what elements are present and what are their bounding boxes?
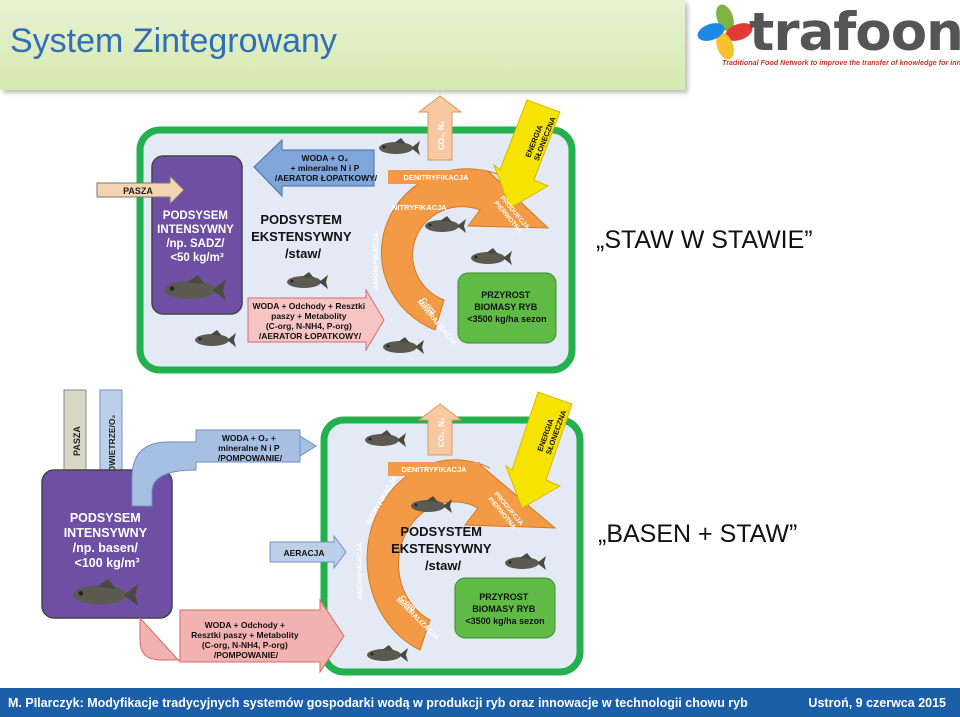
svg-text:PODSYSTEM EKSTENSYWNY: PODSYSTEM EKSTENSYWNY /staw/ xyxy=(251,212,355,261)
growth-2-line1: PRZYROST xyxy=(479,592,529,602)
amon-2: AMONIFIKACJA xyxy=(355,542,364,600)
growth-1-line3: <3500 kg/ha sezon xyxy=(467,314,546,324)
water-in-arrow-1 xyxy=(253,138,375,198)
page-title: System Zintegrowany xyxy=(10,22,337,60)
intensive-1-line3: /np. SADZ/ xyxy=(166,238,225,250)
feed-arrow-1 xyxy=(96,174,185,206)
aeration-arrow xyxy=(269,534,347,570)
denitr-2: DENITRYFIKACJA xyxy=(401,465,467,474)
title-banner: System Zintegrowany xyxy=(0,0,685,90)
solar-arrow-1 xyxy=(492,99,561,209)
feed-label-2: PASZA xyxy=(72,426,82,456)
logo-tagline: Traditional Food Network to improve the … xyxy=(722,58,960,67)
extensive-1-line3: /staw/ xyxy=(285,246,322,261)
svg-text:PODSYSEM INTENSYWNY: PODSYSEM INTENSYWNY /np. basen/ <100 kg/… xyxy=(64,511,151,570)
denitr-1: DENITRYFIKACJA xyxy=(403,173,469,182)
water-out-2-line1: WODA + Odchody + xyxy=(205,620,285,630)
co2-arrow-2 xyxy=(417,403,463,456)
intensive-subsystem-2 xyxy=(41,469,173,619)
water-in-arrow-2 xyxy=(131,429,301,507)
footer-bar: M. PIlarczyk: Modyfikacje tradycyjnych s… xyxy=(0,688,960,717)
intensive-2-line2: INTENSYWNY xyxy=(64,526,148,540)
solar-arrow-2 xyxy=(504,391,573,509)
svg-text:WODA + Odchody + Resztki: WODA + Odchody + Resztki paszy + Metabol… xyxy=(253,301,368,341)
water-out-2-line2: Resztki paszy + Metabolity xyxy=(191,630,299,640)
water-out-arrow-1 xyxy=(247,288,385,352)
svg-text:PODSYSTEM EKSTENSYWNY: PODSYSTEM EKSTENSYWNY /staw/ xyxy=(391,524,495,573)
growth-1-line1: PRZYROST xyxy=(481,290,531,300)
svg-text:WODA + O₂ + mineralne N: WODA + O₂ + mineralne N i P /POMPOWANIE/ xyxy=(218,433,283,463)
water-out-1-line3: (C-org, N-NH4, P-org) xyxy=(266,321,352,331)
water-in-1-line1: WODA + O₂ xyxy=(301,153,348,163)
intensive-2-line4: <100 kg/m³ xyxy=(75,556,140,570)
growth-1-line2: BIOMASY RYB xyxy=(474,302,538,312)
intensive-2-line1: PODSYSEM xyxy=(70,511,141,525)
svg-text:PRZYROST BIOMASY RYB: PRZYROST BIOMASY RYB <3500 kg/ha sezon xyxy=(467,290,546,324)
intensive-1-line2: INTENSYWNY xyxy=(157,224,234,236)
intensive-2-line3: /np. basen/ xyxy=(73,541,139,555)
trafoon-logo: trafoon Traditional Food Network to impr… xyxy=(695,0,960,75)
co2-2: CO₂, N₂ xyxy=(437,417,446,447)
water-out-1-line2: paszy + Metabolity xyxy=(271,311,347,321)
diagram-basen-staw: PASZA POWIETRZE/O₂ PODSYSEM INTENSYWNY /… xyxy=(41,389,584,676)
water-out-1-line1: WODA + Odchody + Resztki xyxy=(253,301,366,311)
logo-wordmark: trafoon xyxy=(749,2,960,63)
co2-arrow-1 xyxy=(417,95,463,161)
aeration-label: AERACJA xyxy=(283,548,324,558)
feed-label-1: PASZA xyxy=(123,186,153,196)
diagram-staw-w-stawie: PODSYSEM INTENSYWNY /np. SADZ/ <50 kg/m³… xyxy=(96,95,576,374)
svg-text:WODA + Odchody + Resztki: WODA + Odchody + Resztki paszy + Metabol… xyxy=(191,620,301,660)
water-out-1-line4: /AERATOR ŁOPATKOWY/ xyxy=(259,331,362,341)
co2-1: CO₂, N₂ xyxy=(437,120,446,150)
intensive-1-line4: <50 kg/m³ xyxy=(170,252,224,264)
nutrient-cycle-arrow-1 xyxy=(380,168,550,331)
extensive-2-line1: PODSYSTEM xyxy=(400,524,482,539)
svg-text:PODSYSEM INTENSYWNY: PODSYSEM INTENSYWNY /np. SADZ/ <50 kg/m³ xyxy=(157,210,237,264)
growth-2-line3: <3500 kg/ha sezon xyxy=(465,616,544,626)
extensive-1-line2: EKSTENSYWNY xyxy=(251,229,352,244)
water-in-2-line1: WODA + O₂ + xyxy=(222,433,276,443)
label-staw-w-stawie: „STAW W STAWIE” xyxy=(596,226,813,254)
water-in-arrow-2-head xyxy=(299,435,317,457)
water-out-arrow-2 xyxy=(139,598,345,674)
water-in-2-line2: mineralne N i P xyxy=(218,443,280,453)
svg-text:PRZYROST BIOMASY RYB: PRZYROST BIOMASY RYB <3500 kg/ha sezon xyxy=(465,592,544,626)
svg-text:WODA + O₂ + mineralne N: WODA + O₂ + mineralne N i P /AERATOR ŁOP… xyxy=(275,153,378,183)
extensive-1-line1: PODSYSTEM xyxy=(260,212,342,227)
water-in-2-line3: /POMPOWANIE/ xyxy=(218,453,283,463)
extensive-2-line3: /staw/ xyxy=(425,558,462,573)
growth-box-1 xyxy=(457,272,557,344)
denitr-box-1 xyxy=(388,170,484,184)
air-label: POWIETRZE/O₂ xyxy=(107,415,117,479)
water-out-2-line3: (C-org, N-NH4, P-org) xyxy=(202,640,288,650)
leaf-logo-icon xyxy=(697,4,753,60)
extensive-2-line2: EKSTENSYWNY xyxy=(391,541,492,556)
footer-date: Ustroń, 9 czerwca 2015 xyxy=(808,696,946,710)
growth-2-line2: BIOMASY RYB xyxy=(472,604,536,614)
nitr-1: NITRYFIKACJA xyxy=(392,203,447,212)
water-out-2-line4: /POMPOWANIE/ xyxy=(214,650,279,660)
label-basen-staw: „BASEN + STAW” xyxy=(598,520,798,548)
intensive-1-line1: PODSYSEM xyxy=(163,210,228,222)
svg-text:NITRYFIKACJA: NITRYFIKACJA xyxy=(392,203,447,212)
growth-box-2 xyxy=(454,577,556,639)
water-in-1-line3: /AERATOR ŁOPATKOWY/ xyxy=(275,173,378,183)
water-in-1-line2: + mineralne N i P xyxy=(291,163,360,173)
denitr-box-2 xyxy=(388,462,480,476)
amon-1: AMONIFIKACJA xyxy=(371,232,380,290)
footer-citation: M. PIlarczyk: Modyfikacje tradycyjnych s… xyxy=(8,696,748,710)
